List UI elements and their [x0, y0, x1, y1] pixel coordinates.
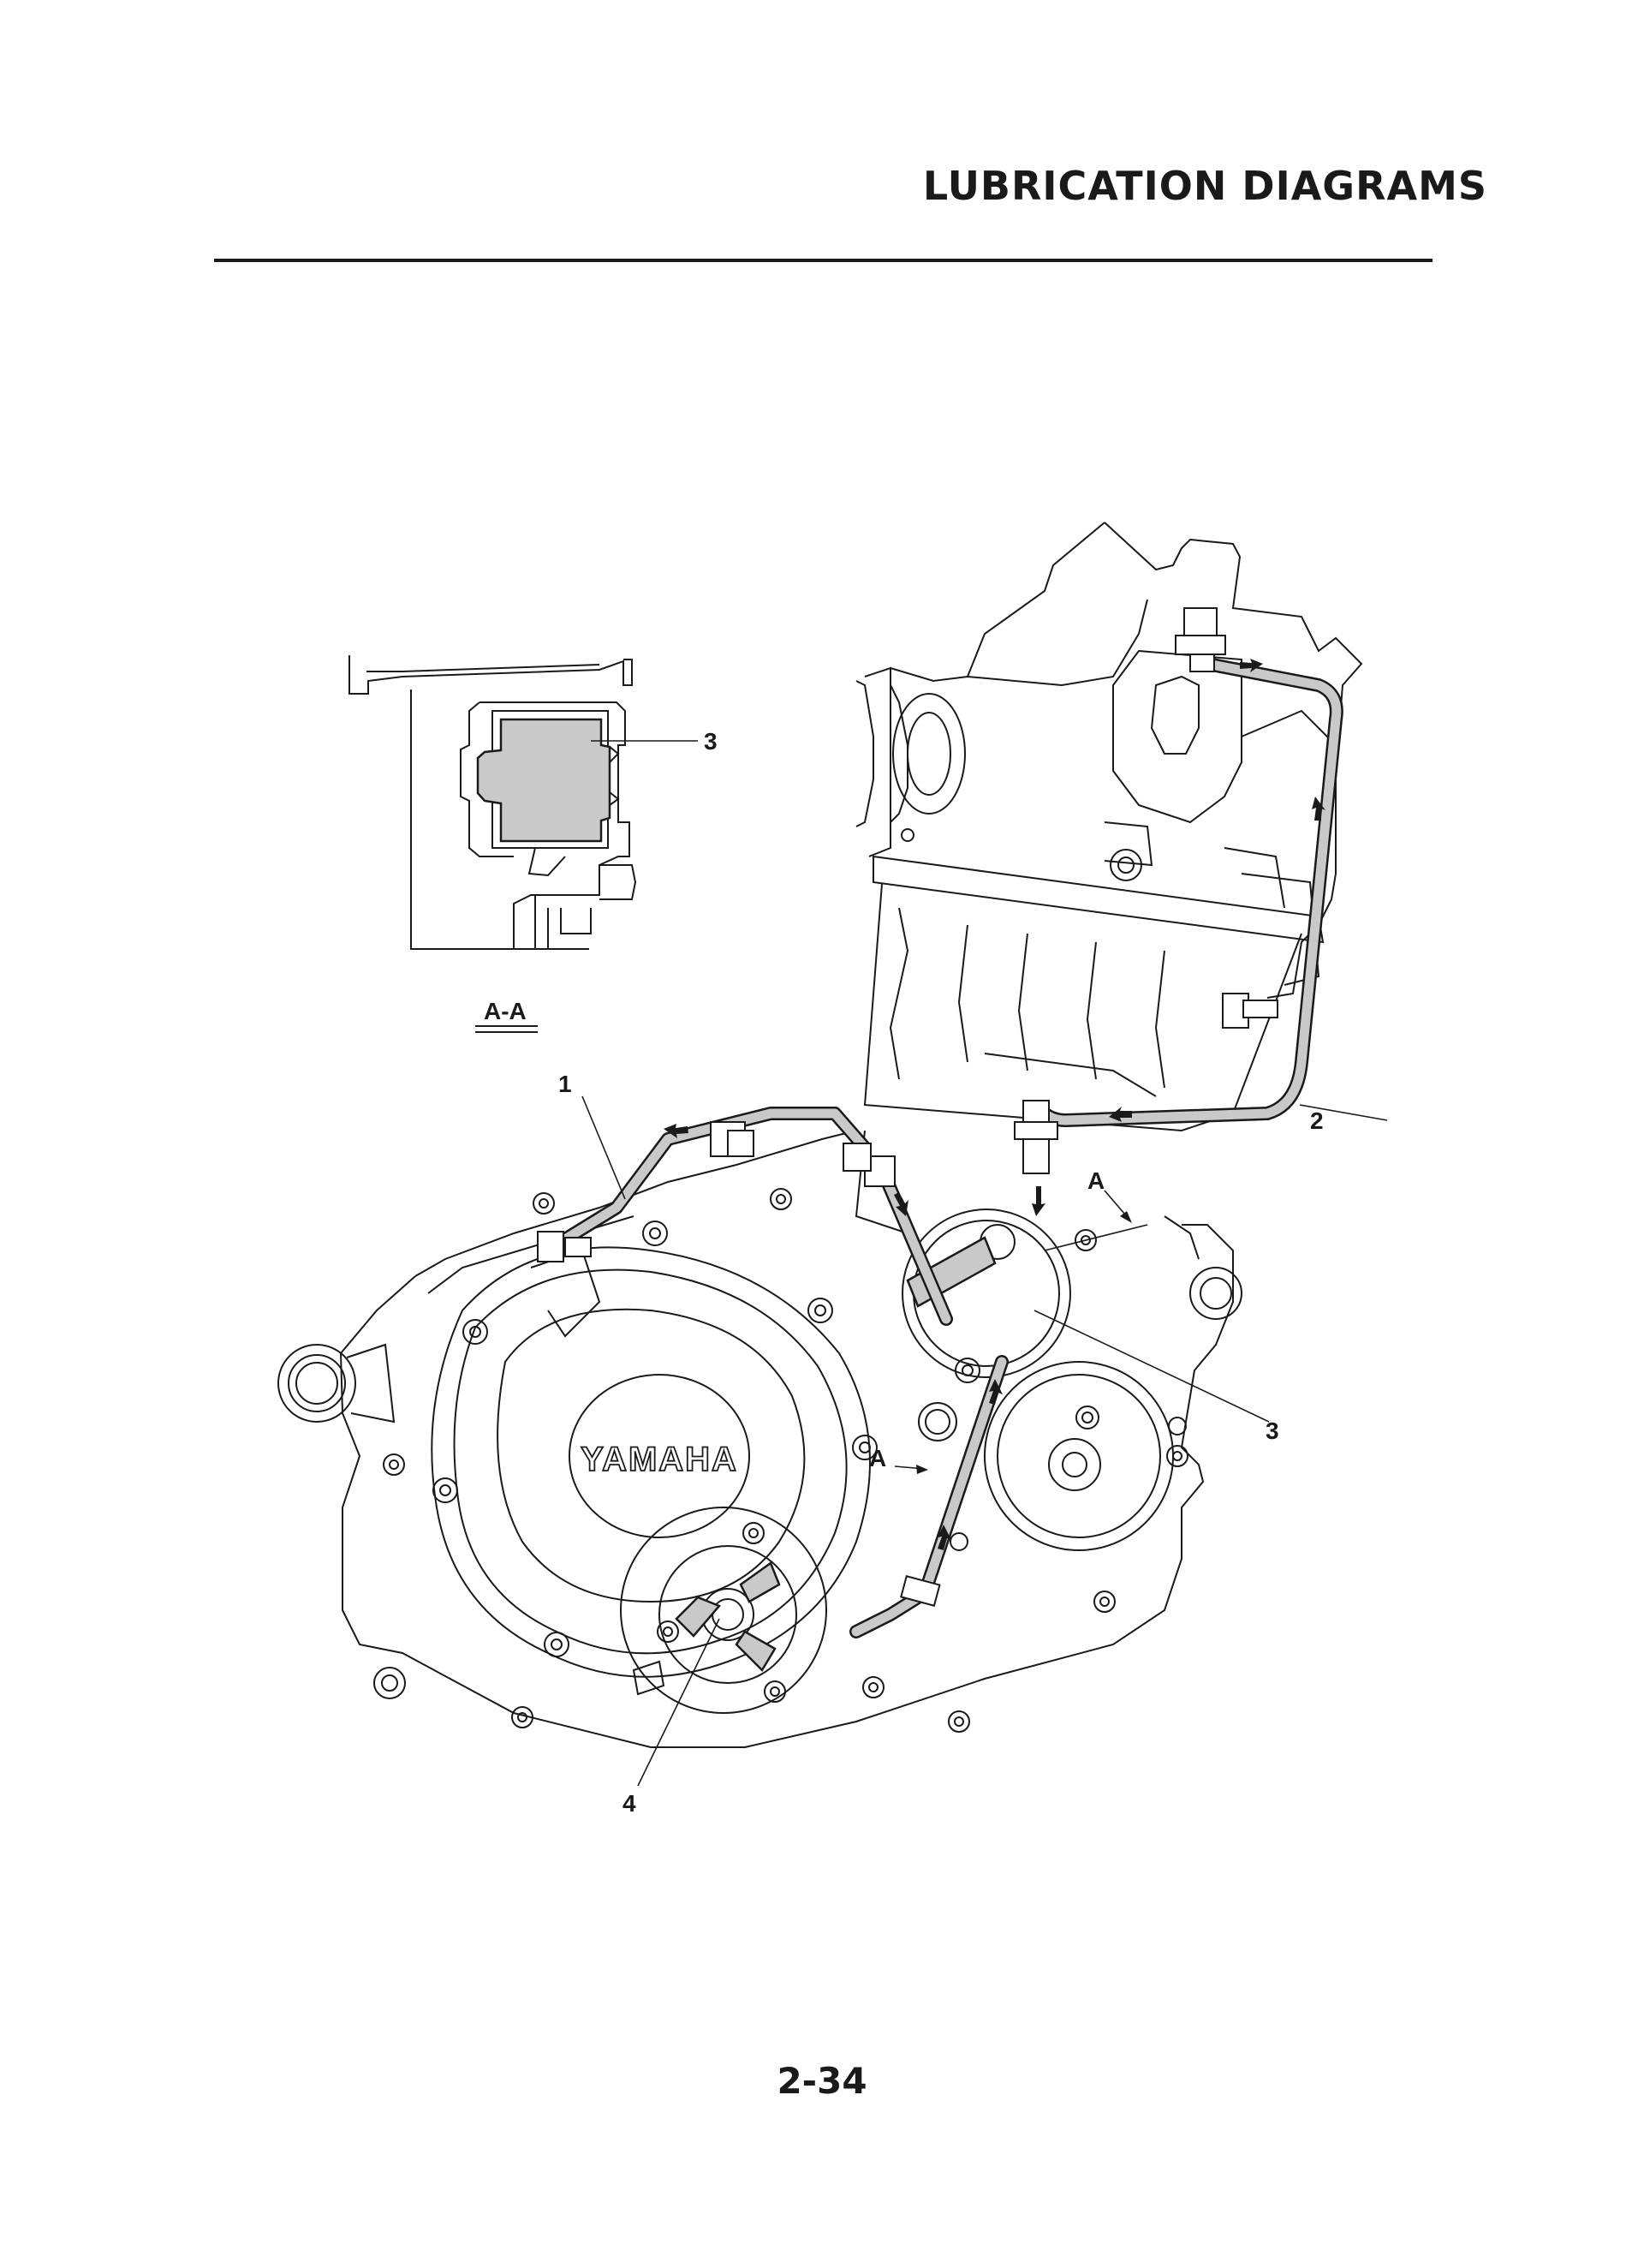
oil-delivery-pipe	[1038, 607, 1388, 1127]
page-title: LUBRICATION DIAGRAMS	[922, 163, 1487, 209]
callout-2: 2	[1310, 1107, 1324, 1134]
section-a-upper-line	[1044, 1224, 1148, 1251]
callout-1-leader	[581, 1095, 626, 1200]
cylinder-head	[855, 522, 1363, 1132]
oil-filter-assembly	[849, 1100, 1270, 1638]
callout-3: 3	[1266, 1418, 1279, 1444]
oil-return-pipe	[537, 1095, 872, 1262]
crankcase: YAMAHA	[277, 1130, 1242, 1787]
page-number: 2-34	[777, 2060, 867, 2102]
callout-3-leader	[1033, 1310, 1270, 1423]
header-rule	[214, 259, 1433, 262]
section-mark-a-upper: A	[1087, 1167, 1105, 1194]
section-label: A-A	[484, 998, 527, 1024]
inset-callout-3: 3	[704, 728, 718, 755]
callout-4: 4	[622, 1790, 636, 1817]
callout-4-leader	[637, 1618, 720, 1787]
callout-1: 1	[558, 1071, 572, 1097]
callout-2-leader	[1299, 1104, 1388, 1121]
cover-bolts	[383, 1188, 1188, 1733]
section-mark-a-lower: A	[869, 1445, 886, 1471]
section-a-a-inset: 3 A-A	[348, 655, 718, 1033]
yamaha-logo-text: YAMAHA	[581, 1441, 738, 1478]
